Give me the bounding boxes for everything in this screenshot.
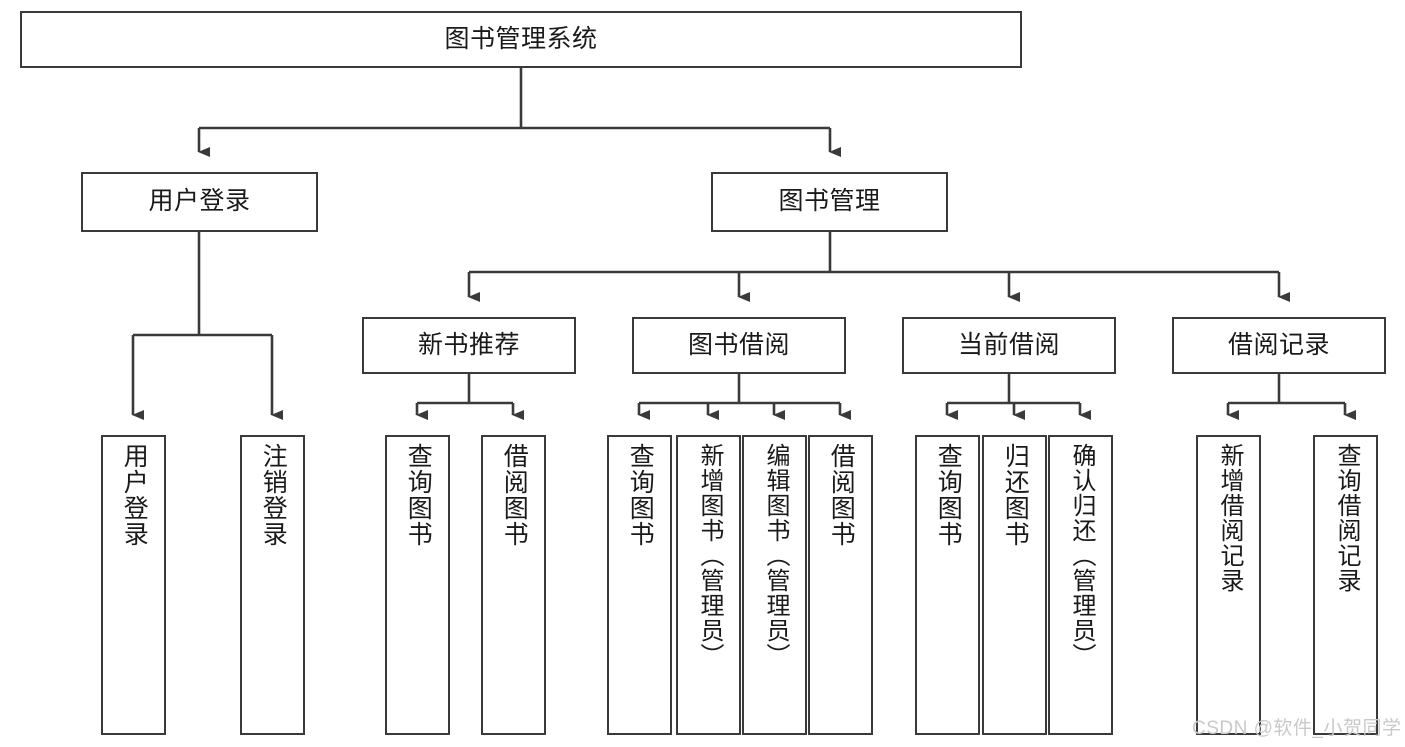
- node-borrow-records-label: 借阅记录: [1227, 330, 1330, 359]
- node-root-label: 图书管理系统: [444, 24, 598, 53]
- leaf-query-book-recommend-label: 查询图书: [404, 443, 433, 547]
- leaf-return-book-label: 归还图书: [1001, 443, 1030, 547]
- node-current-borrow-label: 当前借阅: [957, 330, 1060, 359]
- leaf-user-login-label: 用户登录: [120, 443, 149, 547]
- leaf-logout-label: 注销登录: [259, 443, 288, 547]
- leaf-edit-book-admin-label: 编辑图书（管理员）: [761, 443, 789, 668]
- leaf-return-book[interactable]: 归还图书: [982, 435, 1047, 735]
- csdn-watermark: CSDN @软件_小贺同学: [1192, 718, 1402, 739]
- node-borrow-records[interactable]: 借阅记录: [1172, 317, 1386, 374]
- leaf-borrow-book-label: 借阅图书: [827, 443, 856, 547]
- node-current-borrow[interactable]: 当前借阅: [902, 317, 1116, 374]
- leaf-confirm-return-admin[interactable]: 确认归还（管理员）: [1048, 435, 1113, 735]
- leaf-query-borrow-record-label: 查询借阅记录: [1332, 443, 1360, 593]
- leaf-add-borrow-record-label: 新增借阅记录: [1215, 443, 1243, 593]
- leaf-logout[interactable]: 注销登录: [240, 435, 305, 735]
- leaf-query-borrow-record[interactable]: 查询借阅记录: [1313, 435, 1378, 735]
- leaf-query-book-borrow-label: 查询图书: [626, 443, 655, 547]
- leaf-borrow-book[interactable]: 借阅图书: [808, 435, 873, 735]
- leaf-add-borrow-record[interactable]: 新增借阅记录: [1196, 435, 1261, 735]
- node-new-book-recommend-label: 新书推荐: [417, 330, 520, 359]
- leaf-add-book-admin[interactable]: 新增图书（管理员）: [676, 435, 741, 735]
- node-book-management[interactable]: 图书管理: [711, 172, 948, 232]
- node-book-management-label: 图书管理: [778, 187, 881, 216]
- leaf-edit-book-admin[interactable]: 编辑图书（管理员）: [742, 435, 807, 735]
- leaf-query-book-recommend[interactable]: 查询图书: [385, 435, 450, 735]
- leaf-confirm-return-admin-label: 确认归还（管理员）: [1067, 443, 1095, 668]
- node-book-borrow[interactable]: 图书借阅: [632, 317, 846, 374]
- leaf-query-book-current-label: 查询图书: [934, 443, 963, 547]
- leaf-user-login[interactable]: 用户登录: [101, 435, 166, 735]
- leaf-borrow-book-recommend[interactable]: 借阅图书: [481, 435, 546, 735]
- node-new-book-recommend[interactable]: 新书推荐: [362, 317, 576, 374]
- leaf-borrow-book-recommend-label: 借阅图书: [500, 443, 529, 547]
- node-root[interactable]: 图书管理系统: [20, 11, 1022, 68]
- node-user-login[interactable]: 用户登录: [81, 172, 318, 232]
- leaf-add-book-admin-label: 新增图书（管理员）: [695, 443, 723, 668]
- node-book-borrow-label: 图书借阅: [687, 330, 790, 359]
- leaf-query-book-borrow[interactable]: 查询图书: [607, 435, 672, 735]
- leaf-query-book-current[interactable]: 查询图书: [915, 435, 980, 735]
- node-user-login-label: 用户登录: [148, 187, 251, 216]
